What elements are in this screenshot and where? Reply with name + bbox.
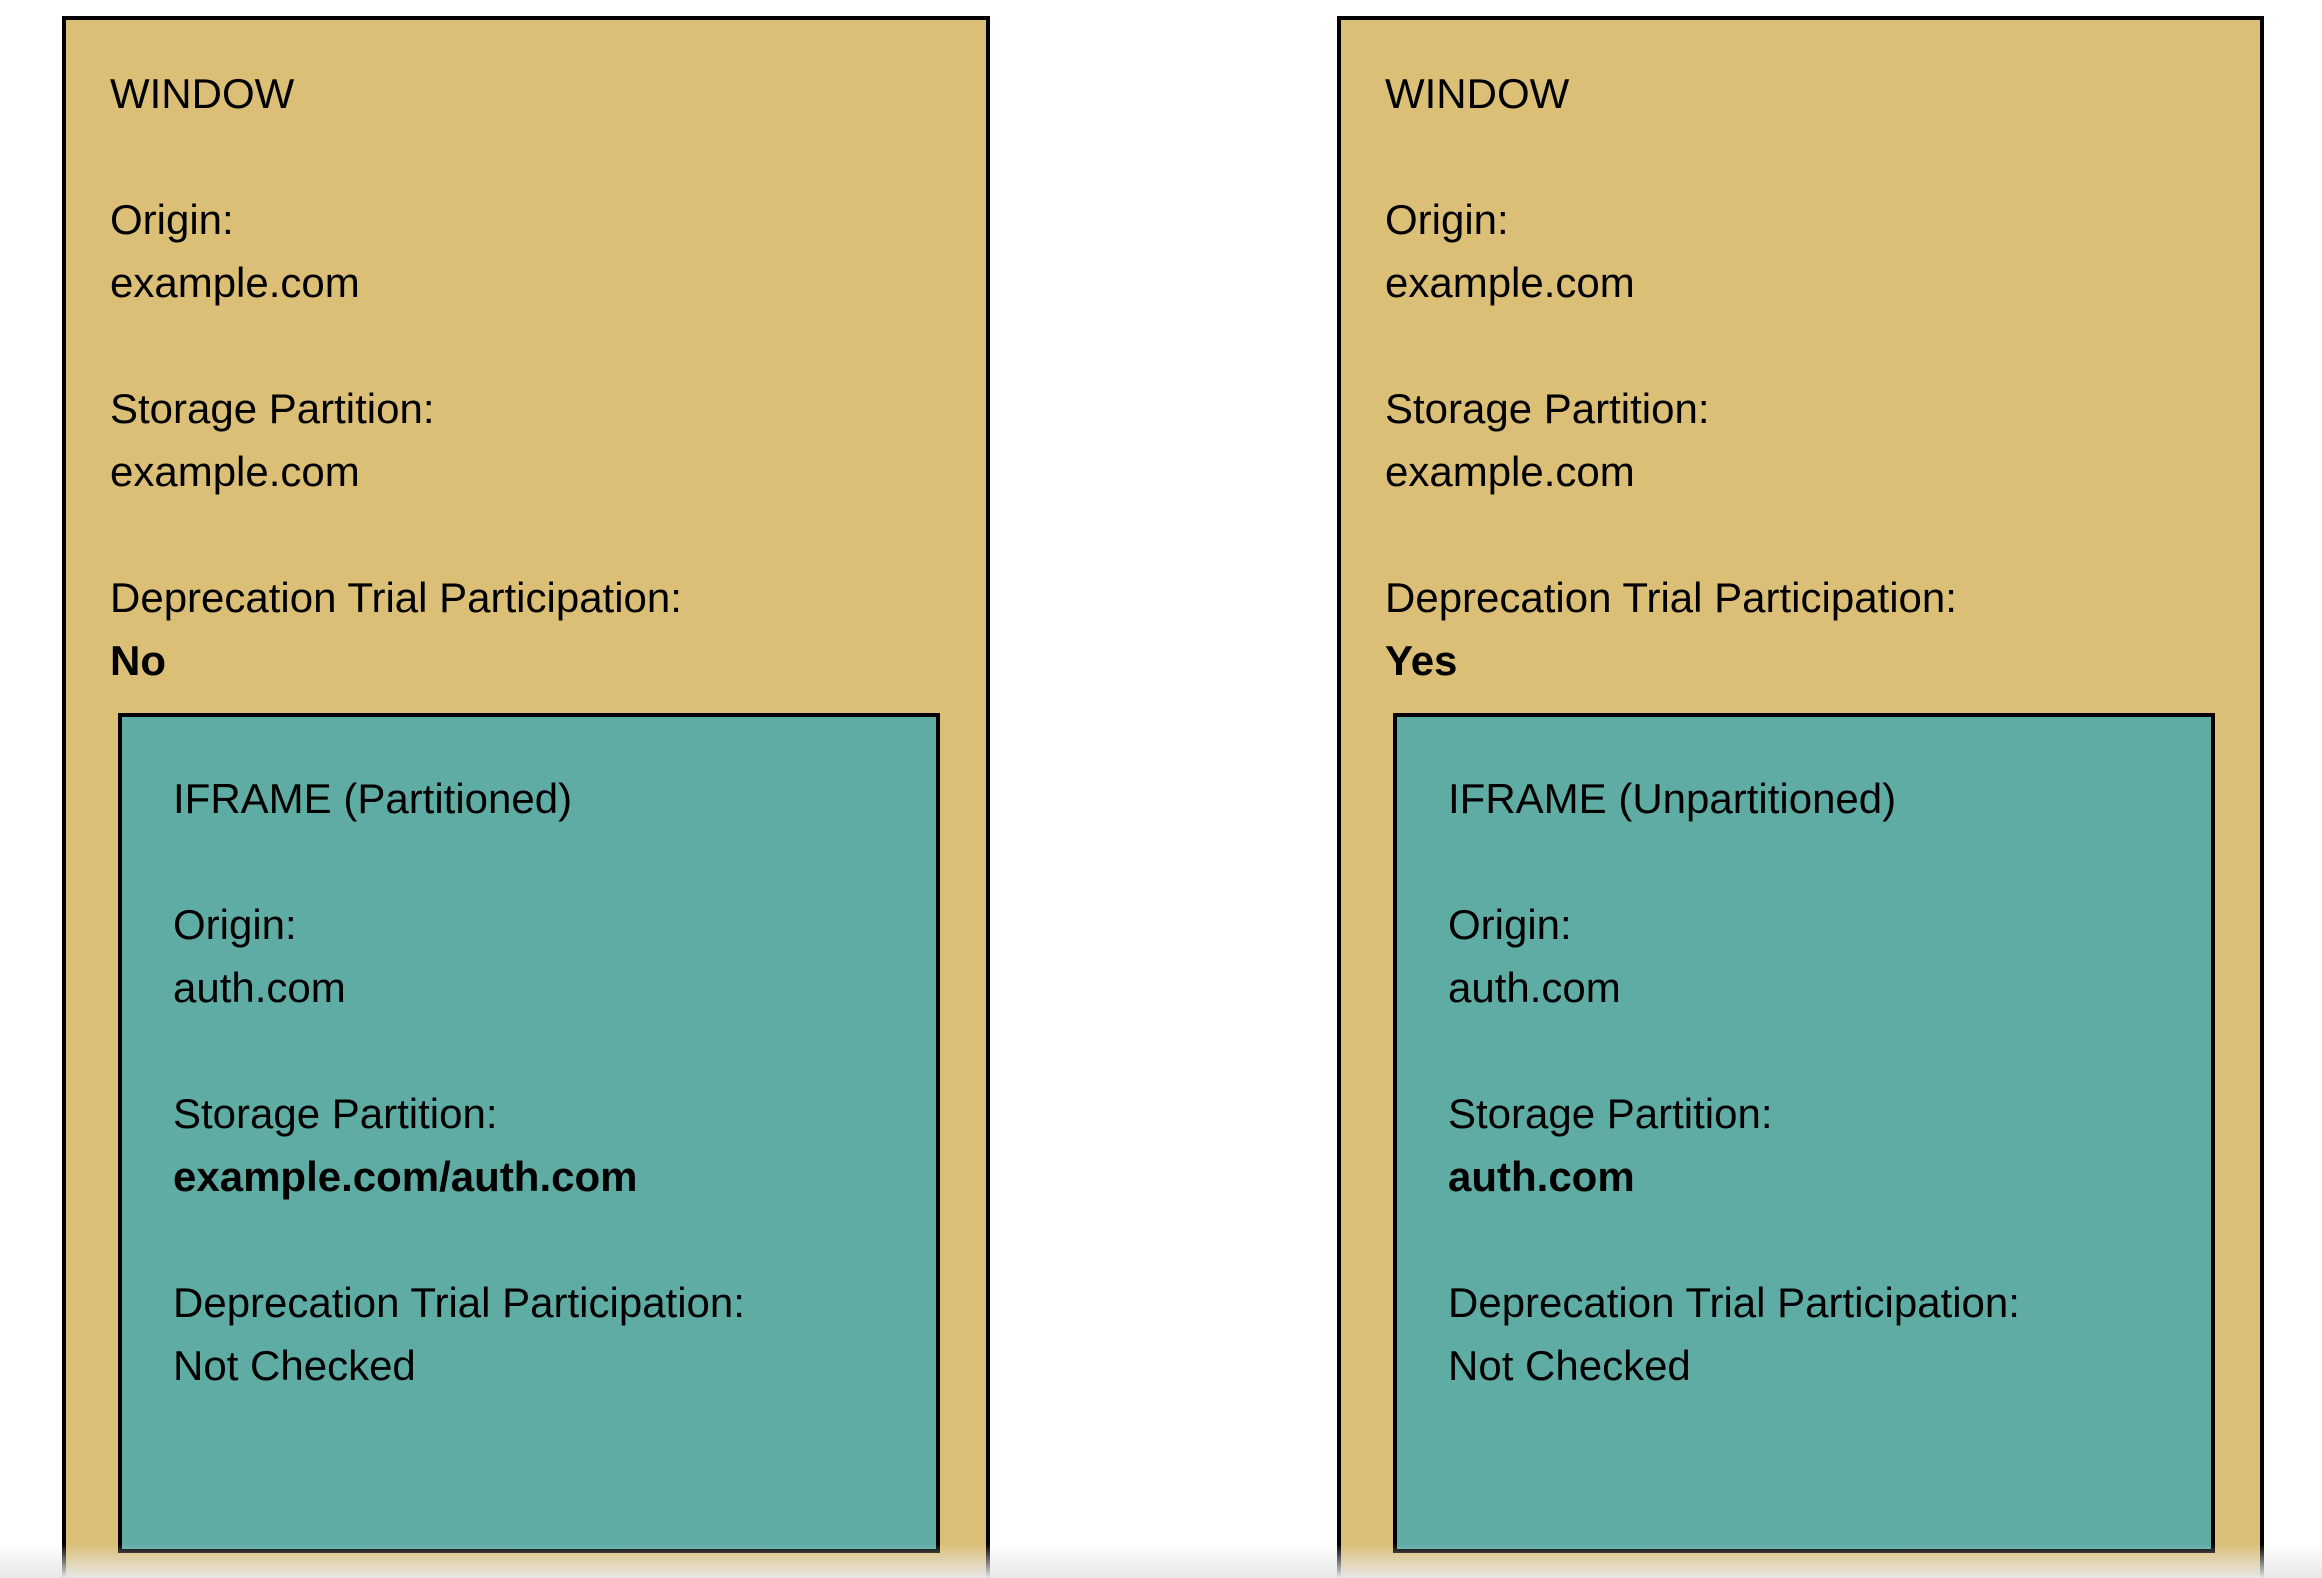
window-origin-label: Origin:: [1385, 196, 1509, 243]
spacer: [122, 1208, 936, 1271]
iframe-storage-value: auth.com: [1448, 1153, 1635, 1200]
window-origin-label: Origin:: [110, 196, 234, 243]
page-bottom-gradient: [0, 1544, 2322, 1578]
iframe-origin-label: Origin:: [173, 901, 297, 948]
iframe-trial-label: Deprecation Trial Participation:: [173, 1279, 745, 1326]
iframe-storage-label: Storage Partition:: [1448, 1090, 1773, 1137]
window-trial-value: No: [110, 637, 166, 684]
spacer: [1341, 503, 2260, 566]
iframe-trial-label: Deprecation Trial Participation:: [1448, 1279, 2020, 1326]
window-origin-value: example.com: [110, 259, 360, 306]
spacer: [122, 830, 936, 893]
spacer: [66, 125, 986, 188]
iframe-storage-label: Storage Partition:: [173, 1090, 498, 1137]
spacer: [1341, 125, 2260, 188]
window-title: WINDOW: [110, 70, 295, 117]
iframe-trial-value: Not Checked: [173, 1342, 416, 1389]
window-trial-label: Deprecation Trial Participation:: [110, 574, 682, 621]
window-title: WINDOW: [1385, 70, 1570, 117]
window-storage-value: example.com: [110, 448, 360, 495]
iframe-title: IFRAME (Partitioned): [173, 775, 573, 822]
iframe-origin-value: auth.com: [1448, 964, 1621, 1011]
window-storage-label: Storage Partition:: [1385, 385, 1710, 432]
window-box-left: WINDOW Origin: example.com Storage Parti…: [62, 16, 990, 1578]
iframe-storage-value: example.com/auth.com: [173, 1153, 638, 1200]
window-trial-label: Deprecation Trial Participation:: [1385, 574, 1957, 621]
spacer: [1341, 314, 2260, 377]
window-origin-value: example.com: [1385, 259, 1635, 306]
window-trial-value: Yes: [1385, 637, 1458, 684]
window-storage-value: example.com: [1385, 448, 1635, 495]
iframe-origin-value: auth.com: [173, 964, 346, 1011]
iframe-title: IFRAME (Unpartitioned): [1448, 775, 1897, 822]
spacer: [122, 1019, 936, 1082]
window-storage-label: Storage Partition:: [110, 385, 435, 432]
spacer: [66, 314, 986, 377]
spacer: [1397, 1019, 2211, 1082]
spacer: [66, 503, 986, 566]
window-box-right: WINDOW Origin: example.com Storage Parti…: [1337, 16, 2264, 1578]
iframe-trial-value: Not Checked: [1448, 1342, 1691, 1389]
iframe-box-unpartitioned: IFRAME (Unpartitioned) Origin: auth.com …: [1393, 713, 2215, 1553]
spacer: [1397, 1208, 2211, 1271]
spacer: [1397, 830, 2211, 893]
iframe-box-partitioned: IFRAME (Partitioned) Origin: auth.com St…: [118, 713, 940, 1553]
iframe-origin-label: Origin:: [1448, 901, 1572, 948]
